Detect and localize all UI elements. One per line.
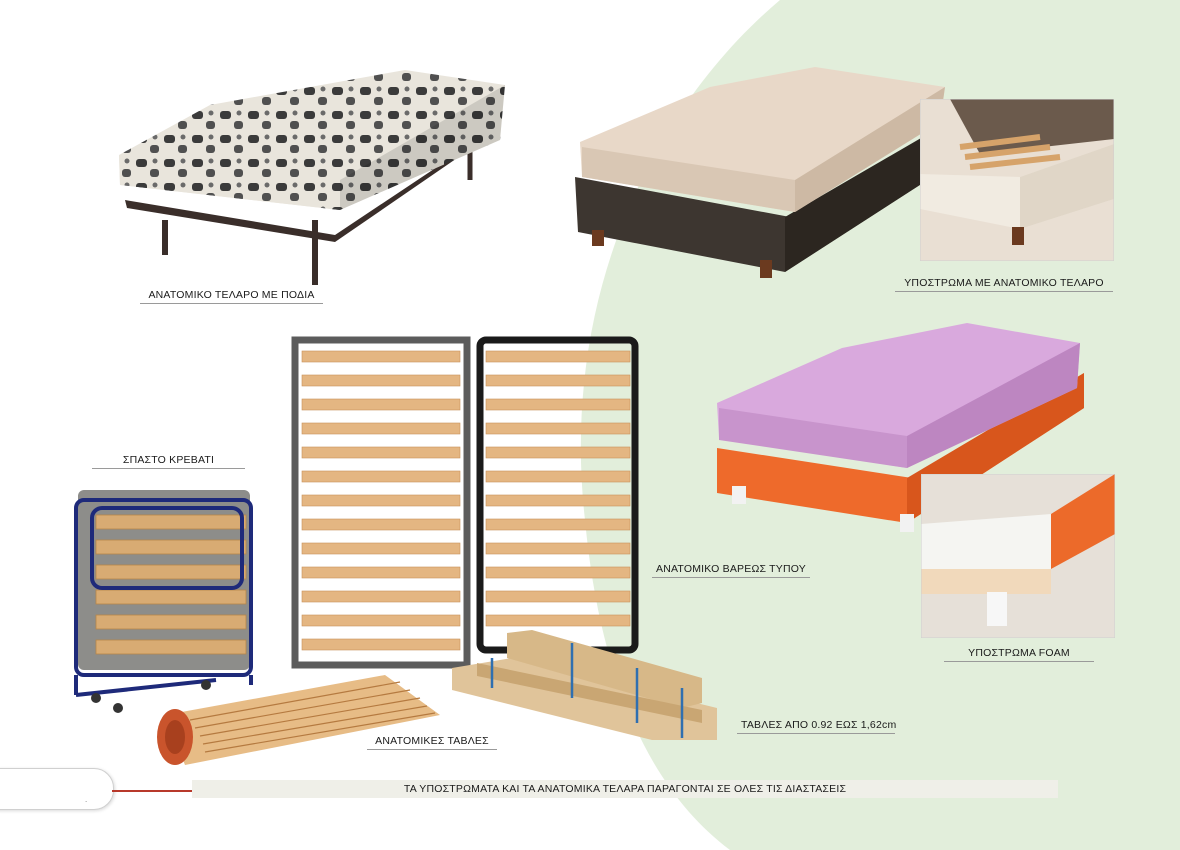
page-marker: . [85, 795, 88, 804]
label-base-anatomic-frame: ΥΠΟΣΤΡΩΜΑ ΜΕ ΑΝΑΤΟΜΙΚΟ ΤΕΛΑΡΟ [895, 277, 1113, 292]
accent-line [112, 790, 192, 792]
anatomic-frame-legs-photo [119, 70, 505, 285]
base-foam-inset [921, 474, 1115, 638]
label-folding-bed: ΣΠΑΣΤΟ ΚΡΕΒΑΤΙ [92, 454, 245, 469]
label-slat-sizes: ΤΑΒΛΕΣ ΑΠΟ 0.92 ΕΩΣ 1,62cm [737, 719, 896, 734]
slat-bundles-photo [452, 630, 717, 740]
label-anatomic-heavy: ΑΝΑΤΟΜΙΚΟ ΒΑΡΕΩΣ ΤΥΠΟΥ [652, 563, 810, 578]
folding-bed-photo [74, 490, 253, 713]
anatomic-heavy-frames-photo [291, 336, 639, 669]
anatomic-slats-roll-photo [157, 675, 440, 765]
base-anatomic-frame-photo [575, 67, 945, 278]
label-base-foam: ΥΠΟΣΤΡΩΜΑ FOAM [944, 647, 1094, 662]
label-anatomic-frame-legs: ΑΝΑΤΟΜΙΚΟ ΤΕΛΑΡΟ ΜΕ ΠΟΔΙΑ [140, 289, 323, 304]
label-anatomic-slats: ΑΝΑΤΟΜΙΚΕΣ ΤΑΒΛΕΣ [367, 735, 497, 750]
footer-note: ΤΑ ΥΠΟΣΤΡΩΜΑΤΑ ΚΑΙ ΤΑ ΑΝΑΤΟΜΙΚΑ ΤΕΛΑΡΑ Π… [192, 780, 1058, 798]
page-tab: . [0, 768, 114, 810]
base-foam-photo [717, 323, 1084, 532]
base-anatomic-frame-inset [920, 99, 1114, 261]
